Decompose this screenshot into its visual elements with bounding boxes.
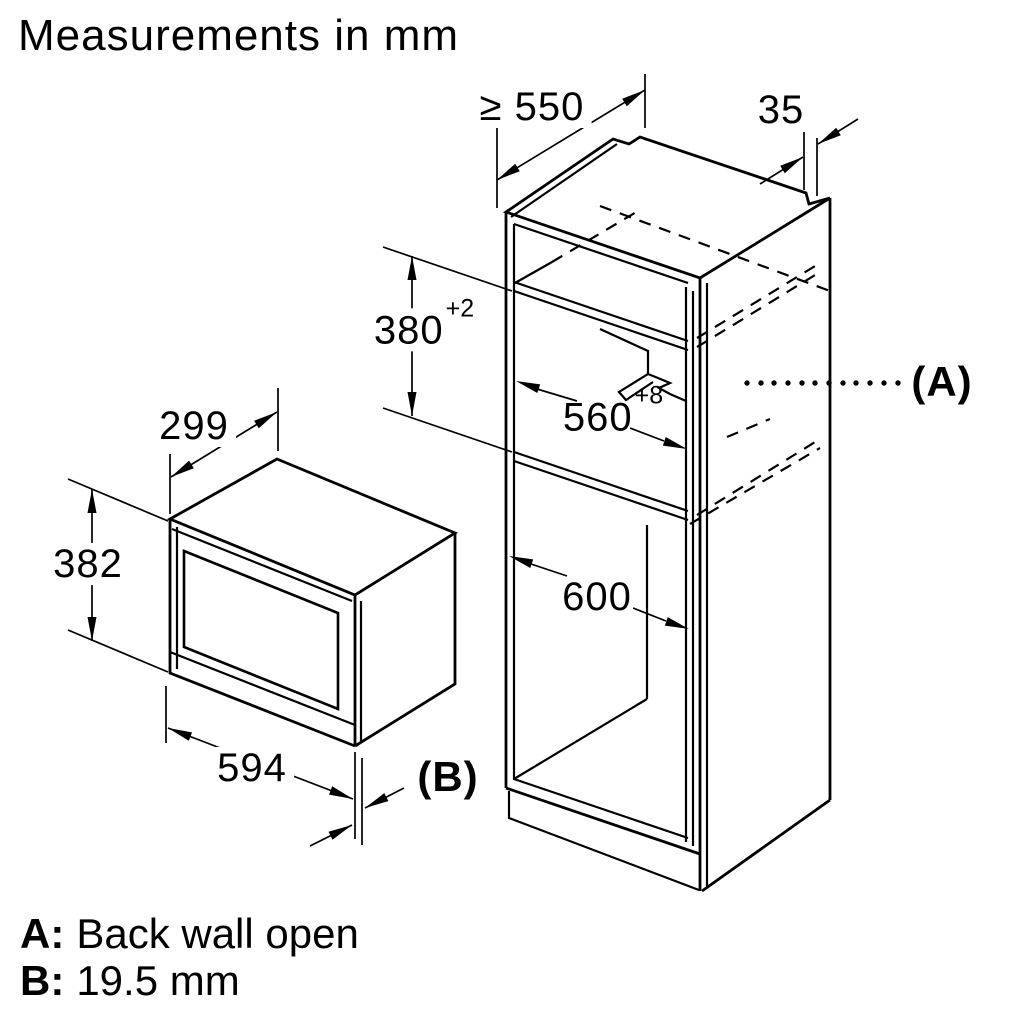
- dim-label-niche-width: 560+8: [562, 381, 664, 440]
- callout-a-dotted-line: [744, 380, 901, 386]
- dim-label-appliance-width: 594: [210, 747, 294, 789]
- dimension-annotations: [67, 74, 901, 847]
- cabinet-drawing: [502, 135, 832, 893]
- legend-row-a: A:Back wall open: [20, 910, 359, 957]
- callout-b-label: (B): [417, 753, 479, 800]
- legend-text-a: Back wall open: [76, 910, 359, 957]
- cable-cutout: [599, 328, 687, 403]
- legend-text-b: 19.5 mm: [76, 957, 240, 1004]
- legend-key-b: B:: [20, 957, 65, 1004]
- tolerance-superscript: +2: [445, 294, 475, 323]
- open-back-dashed-lines: [551, 204, 831, 525]
- dim-label-appliance-depth: 299: [152, 405, 236, 447]
- tolerance-superscript: +8: [634, 381, 664, 410]
- dim-label-lower-niche-height: 600: [562, 575, 632, 619]
- dim-label-min-depth: ≥ 550: [472, 86, 592, 128]
- dimension-arrowheads: [87, 90, 841, 840]
- legend-key-a: A:: [20, 910, 65, 957]
- dim-label-niche-height: 380+2: [366, 296, 482, 352]
- dim-label-rear-rail: 35: [757, 88, 805, 132]
- legend-row-b: B:19.5 mm: [20, 957, 240, 1004]
- page-title: Measurements in mm: [18, 11, 460, 60]
- dim-label-appliance-height: 382: [46, 543, 130, 585]
- callout-a-label: (A): [911, 358, 973, 405]
- microwave-drawing: [166, 457, 459, 748]
